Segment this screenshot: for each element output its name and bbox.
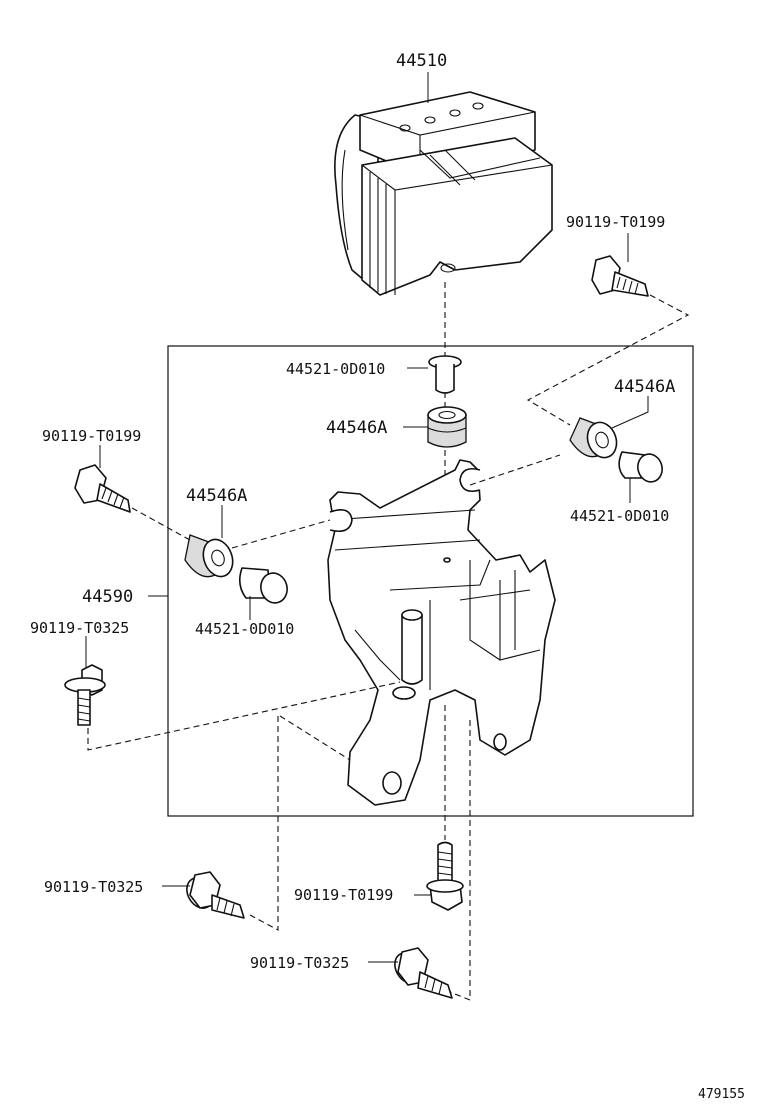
dashed-line-bottom-left-a <box>279 715 351 761</box>
callout-bolt-left-lower: 90119-T0325 <box>30 619 129 637</box>
dashed-line-left-bolt <box>131 507 191 541</box>
dashed-line-bottom-left-b <box>249 716 279 931</box>
callout-cushion-center: 44546A <box>326 418 387 438</box>
dashed-line-left-lower <box>87 681 401 751</box>
callout-cushion-left: 44546A <box>186 486 247 506</box>
assembly-frame <box>167 345 694 817</box>
callout-bolt-bottom-left: 90119-T0325 <box>44 878 143 896</box>
bolt-bottom-right-part <box>394 947 453 999</box>
dashed-line-right-slot <box>469 454 561 486</box>
leader-cushion-right <box>611 396 649 429</box>
dashed-line-bottom-right <box>449 720 471 1001</box>
callout-cushion-right: 44546A <box>614 377 675 397</box>
bolt-bottom-left-part <box>186 871 245 919</box>
callout-collar-left: 44521-0D010 <box>195 620 294 638</box>
callout-collar-top: 44521-0D010 <box>286 360 385 378</box>
collar-top-part <box>428 355 462 394</box>
bracket-part <box>327 459 556 806</box>
callout-44590: 44590 <box>82 587 133 607</box>
collar-right-part <box>618 451 663 483</box>
callout-collar-right: 44521-0D010 <box>570 507 669 525</box>
cushion-left-part <box>184 534 234 578</box>
dashed-line-left-slot <box>231 519 331 549</box>
collar-left-part <box>238 567 288 604</box>
cushion-right-part <box>569 417 618 459</box>
actuator-part <box>334 91 553 296</box>
figure-number: 479155 <box>698 1087 745 1102</box>
callout-bolt-left: 90119-T0199 <box>42 427 141 445</box>
callout-bolt-bottom-center: 90119-T0199 <box>294 886 393 904</box>
bolt-left-lower-part <box>64 664 106 726</box>
callout-bolt-top-right: 90119-T0199 <box>566 213 665 231</box>
bolt-bottom-center-part <box>426 841 464 911</box>
dashed-line-top-right <box>526 294 690 426</box>
bolt-left-part <box>74 464 131 513</box>
callout-44510: 44510 <box>396 51 447 71</box>
bolt-top-right-part <box>591 255 649 297</box>
cushion-center-part <box>427 406 467 448</box>
callout-bolt-bottom-right: 90119-T0325 <box>250 954 349 972</box>
